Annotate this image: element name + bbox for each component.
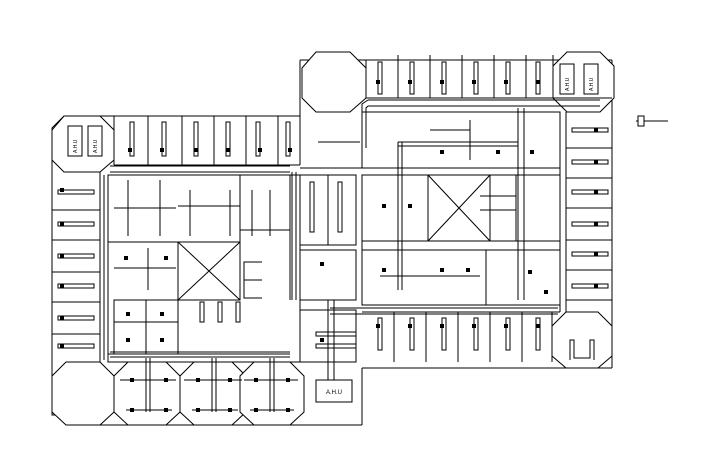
left-column-rooms — [52, 175, 108, 362]
ahu-unit-main: A.H.U — [316, 380, 352, 402]
ahu-units-small: A.H.U A.H.U A.H.U A.H.U — [68, 64, 598, 156]
ahu-box-left-1 — [68, 126, 82, 156]
upper-left-rooms — [114, 112, 300, 165]
ahu-box-right-2 — [584, 64, 598, 94]
ahu-label-right-2: A.H.U — [589, 77, 595, 91]
central-core-left — [108, 175, 300, 362]
bottom-right-rooms — [362, 312, 560, 362]
ahu-label-right-1: A.H.U — [565, 77, 571, 91]
unit-stubs — [130, 62, 540, 350]
legend-symbol — [636, 116, 668, 126]
ahu-label-main: A.H.U — [326, 390, 342, 396]
octagonal-pods — [52, 52, 614, 425]
pod-bottom-mid-left — [114, 362, 180, 425]
ahu-box-right-1 — [560, 64, 574, 94]
unit-stubs-horizontal — [58, 128, 608, 348]
ahu-box-left-2 — [88, 126, 102, 156]
pod-left-top — [52, 116, 114, 172]
misc-details — [128, 120, 594, 360]
pod-bottom-mid — [180, 362, 246, 425]
ahu-label-left-1: A.H.U — [73, 139, 79, 153]
ahu-label-left-2: A.H.U — [93, 139, 99, 153]
pod-bottom-mid-right — [240, 362, 304, 425]
pod-bottom-left — [52, 362, 114, 425]
pod-top-left — [302, 52, 366, 112]
top-row-rooms — [366, 55, 612, 98]
right-column-rooms — [560, 112, 612, 312]
central-core-right — [300, 112, 560, 305]
pod-right-bottom — [552, 312, 612, 368]
ductwork — [104, 100, 600, 412]
